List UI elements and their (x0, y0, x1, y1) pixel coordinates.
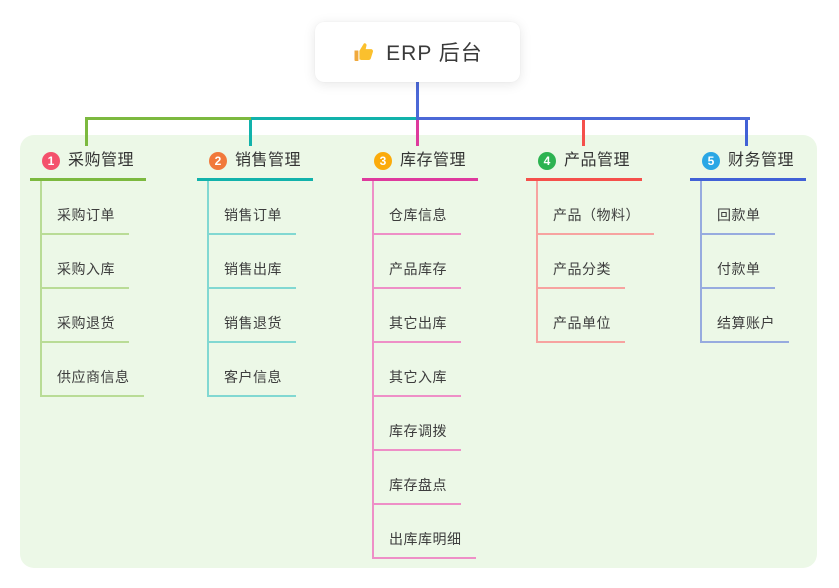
sub-item[interactable]: 销售退货 (209, 313, 296, 343)
branches-panel (20, 135, 817, 568)
branch-header[interactable]: 2 销售管理 (197, 150, 313, 181)
branch-subtree: 回款单 付款单 结算账户 (700, 181, 806, 343)
branch-label: 销售管理 (234, 152, 301, 169)
branch-number-badge: 2 (208, 152, 227, 170)
sub-item[interactable]: 采购订单 (42, 205, 129, 235)
branch-1: 1 采购管理 采购订单 采购入库 采购退货 供应商信息 (30, 150, 146, 397)
sub-item-row: 销售出库 (209, 235, 313, 289)
branch-subtree: 仓库信息 产品库存 其它出库 其它入库 库存调拨 库存盘点 出库库明细 (372, 181, 478, 559)
drop-line-branch-2 (249, 117, 252, 146)
sub-item[interactable]: 销售出库 (209, 259, 296, 289)
branch-subtree: 销售订单 销售出库 销售退货 客户信息 (207, 181, 313, 397)
sub-item[interactable]: 库存盘点 (374, 475, 461, 505)
sub-item-row: 产品库存 (374, 235, 478, 289)
branch-subtree: 产品（物料） 产品分类 产品单位 (536, 181, 654, 343)
root-title: ERP 后台 (386, 42, 483, 65)
sub-item[interactable]: 产品（物料） (538, 205, 654, 235)
bus-line-blue (416, 117, 750, 120)
sub-item-row: 采购入库 (42, 235, 146, 289)
branch-3: 3 库存管理 仓库信息 产品库存 其它出库 其它入库 库存调拨 库存盘点 出库库… (362, 150, 478, 559)
branch-number-badge: 1 (41, 152, 60, 170)
sub-item-row: 仓库信息 (374, 181, 478, 235)
branch-number-badge: 4 (537, 152, 556, 170)
sub-item[interactable]: 产品分类 (538, 259, 625, 289)
branch-label: 库存管理 (399, 152, 466, 169)
sub-item-row: 库存盘点 (374, 451, 478, 505)
sub-item-row: 产品（物料） (538, 181, 654, 235)
sub-item[interactable]: 付款单 (702, 259, 775, 289)
sub-item-row: 其它出库 (374, 289, 478, 343)
sub-item-row: 采购退货 (42, 289, 146, 343)
branch-4: 4 产品管理 产品（物料） 产品分类 产品单位 (526, 150, 654, 343)
sub-item[interactable]: 回款单 (702, 205, 775, 235)
sub-item-row: 出库库明细 (374, 505, 478, 559)
branch-header[interactable]: 5 财务管理 (690, 150, 806, 181)
branch-number-badge: 3 (373, 152, 392, 170)
sub-item-row: 供应商信息 (42, 343, 146, 397)
bus-line-teal (251, 117, 420, 120)
root-line (416, 80, 419, 120)
branch-label: 采购管理 (67, 152, 134, 169)
sub-item-row: 产品分类 (538, 235, 654, 289)
branch-header[interactable]: 4 产品管理 (526, 150, 642, 181)
sub-item-row: 付款单 (702, 235, 806, 289)
sub-item[interactable]: 采购退货 (42, 313, 129, 343)
sub-item[interactable]: 产品库存 (374, 259, 461, 289)
branch-label: 产品管理 (563, 152, 630, 169)
branch-header[interactable]: 3 库存管理 (362, 150, 478, 181)
thumbs-up-icon (352, 40, 376, 64)
sub-item[interactable]: 供应商信息 (42, 367, 144, 397)
sub-item-row: 回款单 (702, 181, 806, 235)
sub-item[interactable]: 出库库明细 (374, 529, 476, 559)
branch-5: 5 财务管理 回款单 付款单 结算账户 (690, 150, 806, 343)
branch-number-badge: 5 (701, 152, 720, 170)
sub-item[interactable]: 销售订单 (209, 205, 296, 235)
branch-2: 2 销售管理 销售订单 销售出库 销售退货 客户信息 (197, 150, 313, 397)
root-node[interactable]: ERP 后台 (315, 22, 520, 82)
sub-item[interactable]: 库存调拨 (374, 421, 461, 451)
sub-item-row: 客户信息 (209, 343, 313, 397)
drop-line-branch-3 (416, 117, 419, 146)
sub-item[interactable]: 其它入库 (374, 367, 461, 397)
drop-line-branch-4 (582, 117, 585, 146)
branch-subtree: 采购订单 采购入库 采购退货 供应商信息 (40, 181, 146, 397)
drop-line-branch-1 (85, 117, 88, 146)
branch-header[interactable]: 1 采购管理 (30, 150, 146, 181)
sub-item-row: 采购订单 (42, 181, 146, 235)
bus-line-green (85, 117, 253, 120)
sub-item-row: 其它入库 (374, 343, 478, 397)
sub-item[interactable]: 产品单位 (538, 313, 625, 343)
sub-item-row: 销售订单 (209, 181, 313, 235)
sub-item[interactable]: 仓库信息 (374, 205, 461, 235)
drop-line-branch-5 (745, 117, 748, 146)
sub-item[interactable]: 客户信息 (209, 367, 296, 397)
sub-item-row: 产品单位 (538, 289, 654, 343)
sub-item[interactable]: 结算账户 (702, 313, 789, 343)
sub-item-row: 结算账户 (702, 289, 806, 343)
sub-item[interactable]: 采购入库 (42, 259, 129, 289)
sub-item-row: 销售退货 (209, 289, 313, 343)
branch-label: 财务管理 (727, 152, 794, 169)
sub-item[interactable]: 其它出库 (374, 313, 461, 343)
sub-item-row: 库存调拨 (374, 397, 478, 451)
